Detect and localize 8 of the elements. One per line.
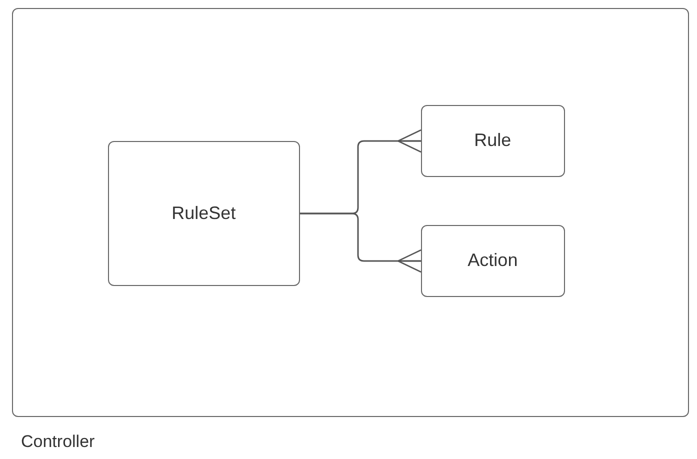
entity-box bbox=[420, 224, 565, 297]
entity-box bbox=[108, 140, 300, 286]
entity-name: Action bbox=[468, 250, 518, 272]
crows-foot-connector bbox=[300, 212, 422, 273]
entity-box bbox=[420, 104, 565, 177]
entity-name: Rule bbox=[474, 130, 512, 152]
entity-name: RuleSet bbox=[172, 202, 236, 224]
group-title: Controller bbox=[21, 432, 95, 452]
